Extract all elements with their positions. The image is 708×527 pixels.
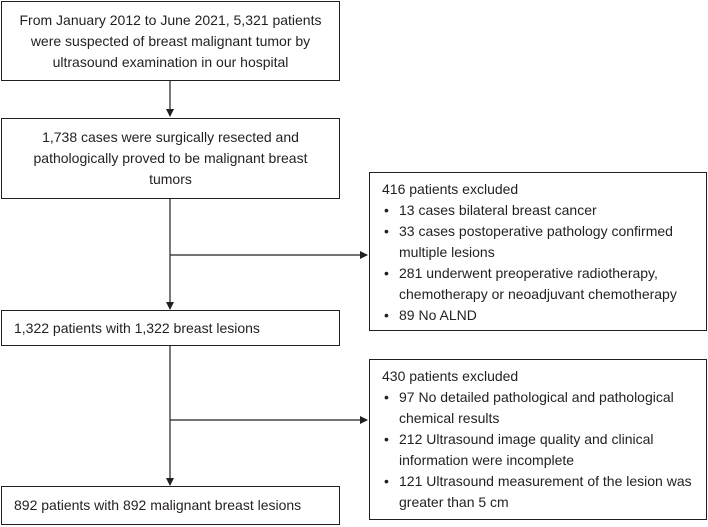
bullet-icon: •	[384, 389, 389, 405]
exclusion-1-list: •13 cases bilateral breast cancer •33 ca…	[382, 200, 698, 326]
bullet-icon: •	[384, 265, 389, 281]
list-item: •97 No detailed pathological and patholo…	[384, 389, 674, 426]
bullet-icon: •	[384, 431, 389, 447]
bullet-icon: •	[384, 307, 389, 323]
list-item: •281 underwent preoperative radiotherapy…	[384, 265, 677, 302]
exclusion-box-2: 430 patients excluded •97 No detailed pa…	[369, 359, 707, 520]
list-item: •121 Ultrasound measurement of the lesio…	[384, 473, 692, 510]
bullet-icon: •	[384, 223, 389, 239]
resected-box-text: 1,738 cases were surgically resected and…	[33, 129, 308, 187]
start-box: From January 2012 to June 2021, 5,321 pa…	[1, 1, 340, 81]
bullet-icon: •	[384, 202, 389, 218]
list-item: •13 cases bilateral breast cancer	[382, 200, 698, 221]
exclusion-2-title: 430 patients excluded	[382, 368, 519, 384]
exclusion-box-1: 416 patients excluded •13 cases bilatera…	[369, 172, 707, 331]
final-box: 892 patients with 892 malignant breast l…	[1, 486, 340, 525]
list-item: •212 Ultrasound image quality and clinic…	[384, 431, 654, 468]
exclusion-1-title: 416 patients excluded	[382, 181, 519, 197]
list-item: •89 No ALND	[382, 305, 698, 326]
exclusion-2-list: •97 No detailed pathological and patholo…	[382, 387, 698, 513]
lesions-box: 1,322 patients with 1,322 breast lesions	[1, 310, 340, 346]
final-box-text: 892 patients with 892 malignant breast l…	[14, 497, 302, 513]
lesions-box-text: 1,322 patients with 1,322 breast lesions	[14, 319, 260, 336]
bullet-icon: •	[384, 473, 389, 489]
resected-box: 1,738 cases were surgically resected and…	[1, 118, 340, 199]
start-box-text: From January 2012 to June 2021, 5,321 pa…	[19, 11, 322, 70]
list-item: •33 cases postoperative pathology confir…	[384, 223, 673, 260]
